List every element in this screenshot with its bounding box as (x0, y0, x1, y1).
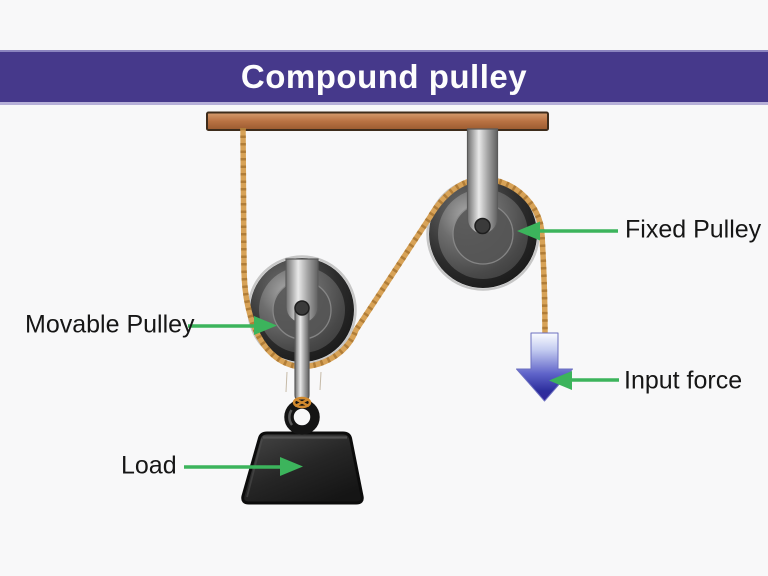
movable-pulley-strap (285, 258, 319, 403)
fixed-pulley-strap (466, 128, 499, 235)
pointer-arrows (184, 221, 619, 476)
fixed-pulley-label: Fixed Pulley (625, 215, 762, 244)
page-title: Compound pulley (240, 58, 528, 95)
load-pointer-arrow (184, 457, 303, 476)
input-force-pointer-arrow (549, 371, 619, 390)
movable-pulley-pointer-arrow (188, 316, 277, 335)
support-beam (206, 111, 549, 131)
load-label: Load (121, 451, 177, 480)
shackle-bar (294, 307, 310, 403)
movable-pulley-axle (294, 300, 310, 316)
rope-threads (285, 371, 322, 393)
rope-knot (292, 396, 312, 409)
hook-ring (284, 399, 320, 435)
input-force-down-arrow-icon (516, 332, 573, 402)
rope (240, 127, 548, 370)
title-banner: Compound pulley (0, 50, 768, 105)
fixed-pulley-axle (474, 217, 491, 235)
fixed-pulley-pointer-arrow (517, 221, 618, 241)
load-weight (241, 431, 364, 505)
input-force-label: Input force (624, 366, 743, 395)
movable-pulley-label: Movable Pulley (25, 310, 195, 339)
